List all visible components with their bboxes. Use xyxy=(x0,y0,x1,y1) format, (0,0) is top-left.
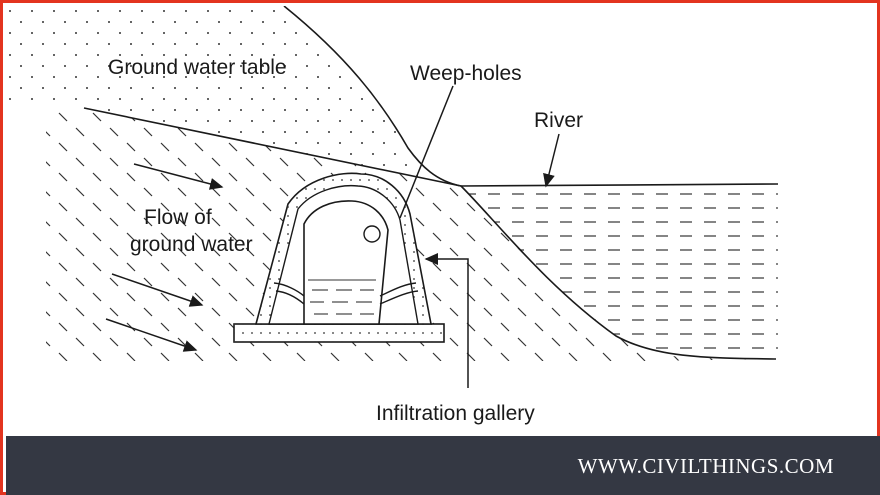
flow-arrow-3 xyxy=(105,318,198,352)
unsaturated-soil-region xyxy=(6,6,461,186)
infiltration-gallery-diagram: Ground water table Weep-holes River Flow… xyxy=(6,6,779,425)
river-leader xyxy=(543,133,560,188)
ground-water-table-label: Ground water table xyxy=(108,56,287,79)
river-surface-line xyxy=(460,183,779,187)
weep-hole-icon xyxy=(363,225,381,243)
flow-label-line1: Flow of xyxy=(144,206,212,229)
flow-arrow-2 xyxy=(111,273,204,307)
infiltration-gallery-label: Infiltration gallery xyxy=(376,402,535,425)
flow-arrow-1 xyxy=(133,163,224,190)
flow-label-line2: ground water xyxy=(130,233,253,256)
water-table-line xyxy=(83,107,462,187)
gallery-water xyxy=(308,279,376,315)
weep-holes-label: Weep-holes xyxy=(410,62,522,85)
infiltration-gallery-leader xyxy=(424,253,469,388)
footer-bar: WWW.CIVILTHINGS.COM xyxy=(6,436,880,495)
river-label: River xyxy=(534,109,583,132)
website-watermark: WWW.CIVILTHINGS.COM xyxy=(577,454,834,478)
ground-surface-line xyxy=(283,6,777,360)
flow-arrows xyxy=(105,163,224,352)
river-water-region xyxy=(461,184,778,359)
weep-holes-leader xyxy=(399,85,454,219)
